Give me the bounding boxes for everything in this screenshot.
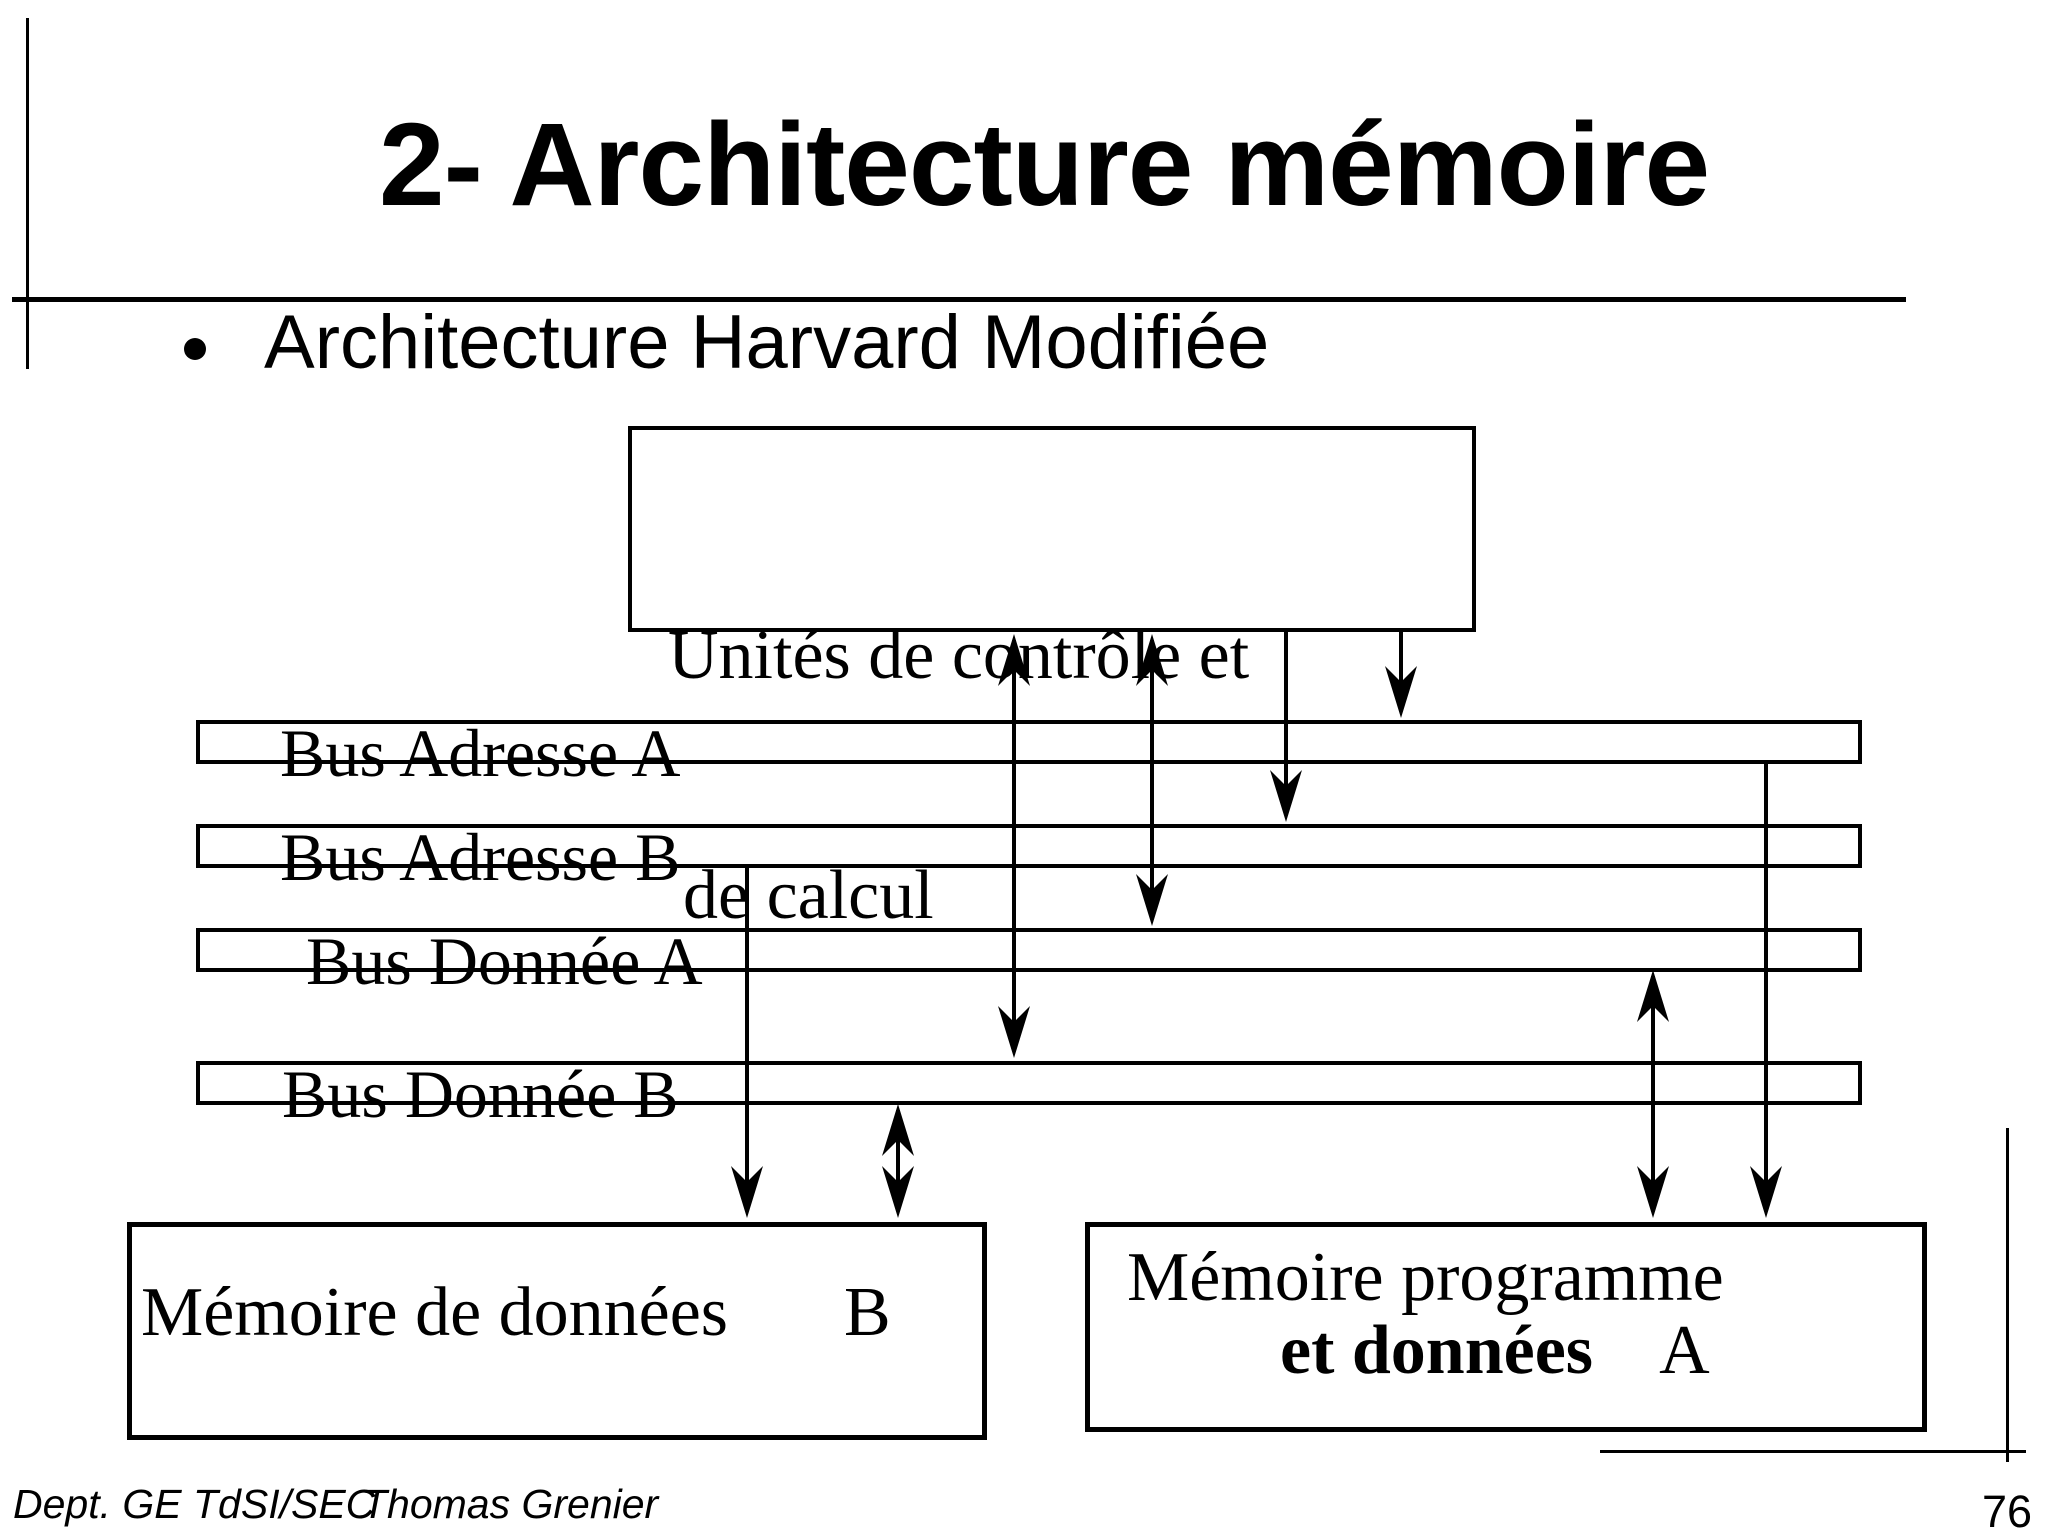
bus-donnee-a-label: Bus Donnée A [306, 923, 703, 999]
program-memory-line2-bold: et données [1280, 1312, 1594, 1389]
footer-department: Dept. GE TdSI/SEC [13, 1481, 376, 1527]
bus-donnee-b-bar [196, 1061, 1862, 1105]
connector-bus-donnee-b-data-memory [882, 1104, 914, 1218]
control-unit-label-line1: Unités de contrôle et [668, 617, 1250, 694]
bullet-dot-icon [184, 338, 206, 360]
data-memory-suffix: B [844, 1274, 891, 1351]
bus-adresse-b-bar [196, 824, 1862, 868]
bus-adresse-a-bar [196, 720, 1862, 764]
slide-title: 2- Architecture mémoire [379, 99, 1710, 231]
control-unit-box: Unités de contrôle et de calcul [628, 426, 1476, 934]
bus-adresse-a-label: Bus Adresse A [280, 715, 681, 791]
title-underline-rule [12, 297, 1906, 302]
page-number: 76 [1982, 1486, 2033, 1536]
program-memory-box [1085, 1222, 1927, 1432]
bottom-right-horizontal-rule [1600, 1450, 2026, 1453]
top-left-vertical-rule [26, 18, 29, 369]
bottom-right-vertical-rule [2006, 1128, 2009, 1462]
footer-author: Thomas Grenier [362, 1481, 659, 1527]
program-memory-suffix: A [1659, 1312, 1710, 1389]
bus-donnee-b-label: Bus Donnée B [282, 1056, 679, 1132]
bus-adresse-b-label: Bus Adresse B [280, 819, 681, 895]
program-memory-label-line1: Mémoire programme [1127, 1239, 1724, 1316]
data-memory-box [127, 1222, 987, 1440]
control-unit-label: Unités de contrôle et de calcul [668, 456, 1249, 1096]
control-unit-label-line2: de calcul [683, 857, 934, 934]
bullet-text: Architecture Harvard Modifiée [264, 300, 1270, 385]
data-memory-label-text: Mémoire de données [141, 1274, 729, 1351]
bus-donnee-a-bar [196, 928, 1862, 972]
connector-cpu-bus-adresse-a [1385, 631, 1417, 718]
